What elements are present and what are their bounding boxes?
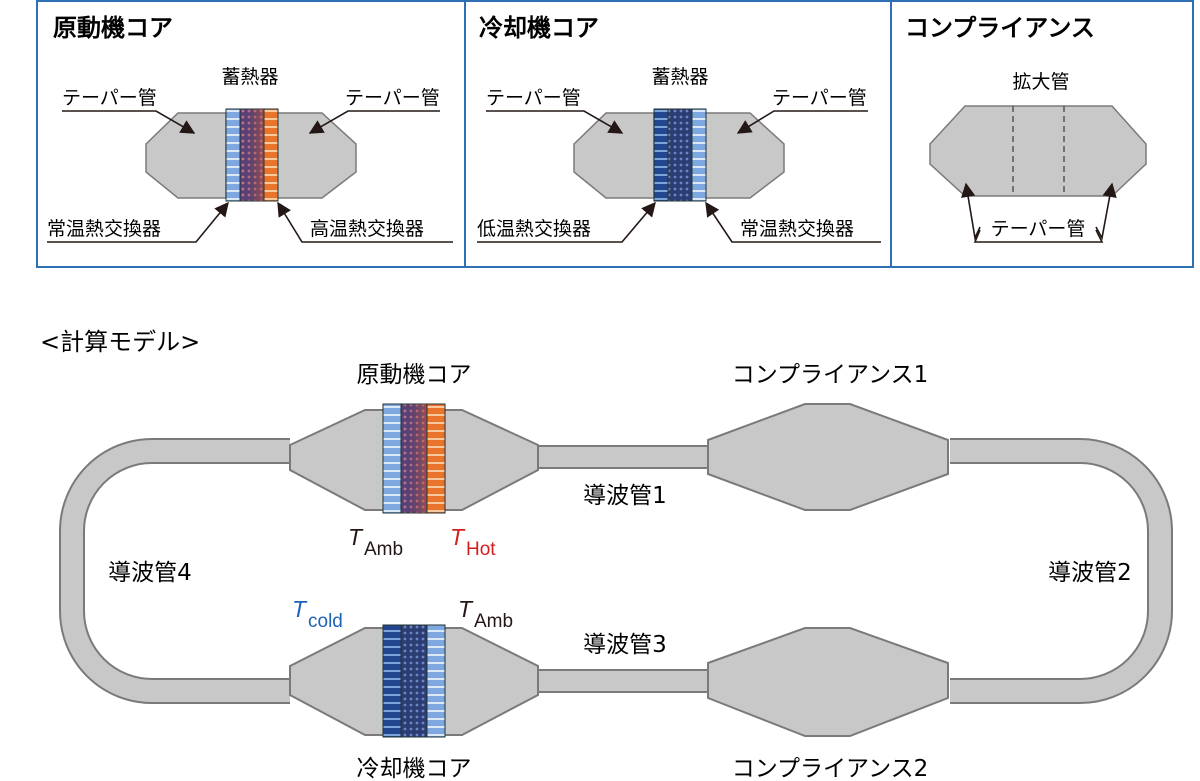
panel-compliance-vessel	[929, 105, 1147, 197]
model-waveguide4-label: 導波管4	[108, 560, 192, 586]
panel-engine-arrow-hx-right	[277, 201, 453, 243]
panel-compliance-frame	[890, 0, 1194, 268]
model-waveguide1-label: 導波管1	[583, 483, 667, 509]
model-waveguide2-label: 導波管2	[1048, 560, 1132, 586]
panel-engine-regenerator-gradient	[240, 109, 264, 201]
panel-compliance-arrow-left	[961, 182, 981, 241]
panel-cooler-arrow-hx-right	[705, 201, 881, 243]
panel-engine-taper-right	[276, 112, 357, 199]
model-engine-hot-hx	[426, 403, 446, 514]
model-engine-taper-right	[443, 409, 539, 511]
model-engine-taper-left	[289, 409, 385, 511]
panel-cooler-cold-hx	[653, 108, 669, 202]
model-t-cold-symbol: T	[292, 596, 308, 622]
panel-compliance-taper-label: テーパー管	[991, 218, 1086, 240]
panel-engine-arrow-taper-left	[62, 110, 196, 134]
model-t-amb-cooler-symbol: T	[458, 596, 474, 622]
model-engine-ambient-hx	[382, 403, 402, 514]
panel-engine-hx-right-label: 高温熱交換器	[310, 218, 424, 240]
model-t-amb-engine-sub: Amb	[364, 539, 403, 560]
panel-cooler-arrow-taper-left	[486, 110, 624, 134]
model-cooler-taper-left	[289, 627, 385, 736]
model-cooler-taper-right	[443, 627, 539, 736]
panel-engine-taper-left	[145, 112, 227, 199]
model-cooler-core-label: 冷却機コア	[357, 756, 472, 781]
panel-cooler-taper-left	[573, 112, 655, 199]
waveguide2-tube	[950, 440, 1171, 702]
model-t-amb-cooler-sub: Amb	[474, 611, 513, 632]
panel-compliance-arrow-right	[1095, 182, 1117, 241]
model-waveguide3-label: 導波管3	[583, 632, 667, 658]
panel-cooler-taper-left-label: テーパー管	[486, 87, 581, 109]
panel-cooler-hx-right-label: 常温熱交換器	[740, 218, 854, 240]
panel-compliance-bracket	[973, 229, 1104, 243]
panel-engine-hot-hx	[263, 108, 279, 202]
model-compliance2-label: コンプライアンス2	[732, 756, 929, 781]
panel-engine-taper-right-label: テーパー管	[345, 87, 440, 109]
model-cooler-regenerator	[400, 624, 428, 738]
panel-engine-arrow-taper-right	[308, 110, 440, 134]
panel-engine-title: 原動機コア	[53, 14, 173, 42]
model-compliance1-vessel	[707, 403, 949, 511]
panel-engine-arrow-hx-left	[47, 201, 229, 243]
waveguide4-tube	[61, 440, 290, 702]
waveguide3-tube	[534, 669, 711, 693]
model-t-amb-engine-symbol: T	[348, 524, 364, 550]
model-compliance2-vessel	[707, 627, 949, 737]
panel-compliance-title: コンプライアンス	[905, 14, 1095, 42]
model-cooler-ambient-hx	[426, 624, 446, 738]
model-t-hot-symbol: T	[450, 524, 466, 550]
model-t-hot-sub: Hot	[466, 539, 496, 560]
waveguide1-tube	[534, 445, 711, 469]
panel-engine-regenerator-label: 蓄熱器	[221, 66, 278, 88]
panel-engine-taper-left-label: テーパー管	[62, 87, 157, 109]
model-t-cold-sub: cold	[308, 611, 343, 632]
model-engine-regenerator-gradient	[401, 404, 427, 513]
panel-cooler-regenerator	[667, 108, 693, 202]
model-engine-core-label: 原動機コア	[357, 362, 472, 388]
model-compliance1-label: コンプライアンス1	[732, 362, 929, 388]
panel-compliance-expansion-label: 拡大管	[1012, 71, 1069, 93]
model-cooler-cold-hx	[382, 624, 402, 738]
panel-engine-hx-left-label: 常温熱交換器	[47, 218, 161, 240]
panel-cooler-hx-left-label: 低温熱交換器	[477, 218, 591, 240]
panel-engine-ambient-hx	[225, 108, 241, 202]
panel-cooler-ambient-hx	[691, 108, 707, 202]
panel-cooler-title: 冷却機コア	[479, 14, 599, 42]
panel-cooler-taper-right-label: テーパー管	[772, 87, 867, 109]
panel-cooler-arrow-hx-left	[477, 201, 656, 243]
panel-cooler-regenerator-label: 蓄熱器	[651, 66, 708, 88]
panel-cooler-taper-right	[704, 112, 785, 199]
panel-cooler-arrow-taper-right	[736, 110, 868, 134]
model-heading: <計算モデル>	[40, 328, 200, 356]
